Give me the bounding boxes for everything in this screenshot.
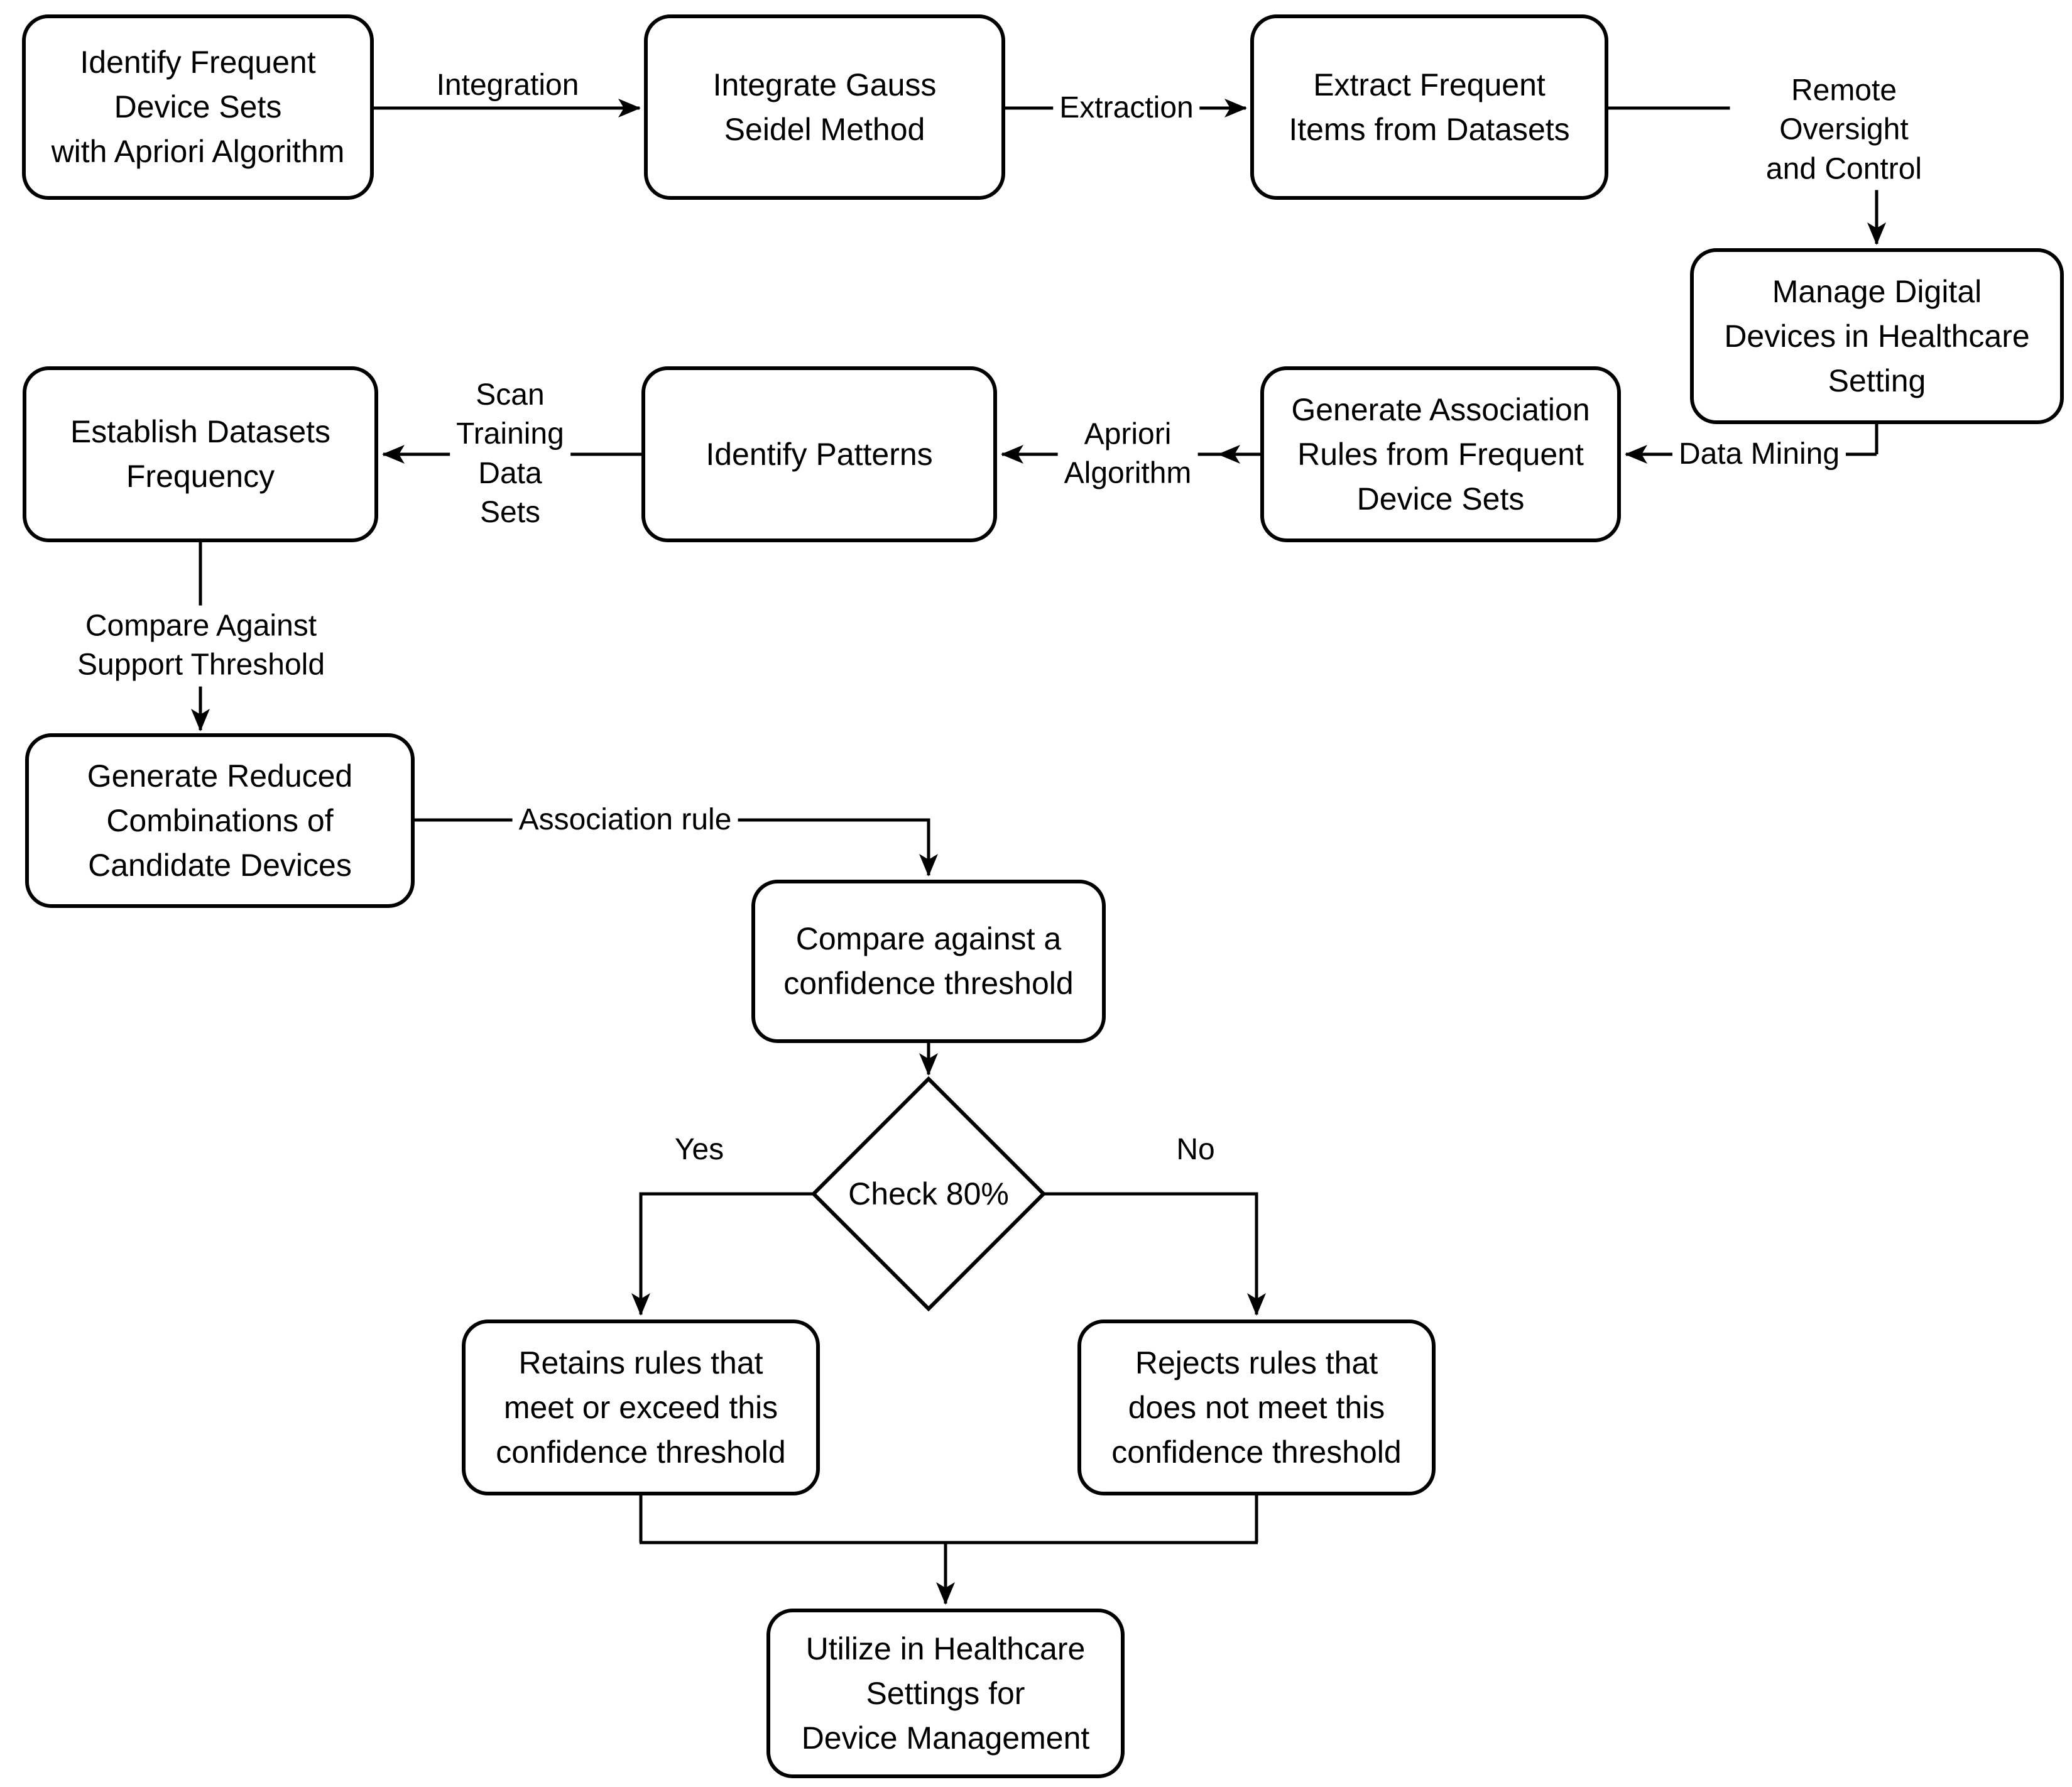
edge-label-remote-oversight: Remote Oversight and Control <box>1730 70 1958 190</box>
node-utilize-healthcare-settings: Utilize in Healthcare Settings for Devic… <box>766 1609 1125 1778</box>
edge-label-association-rule: Association rule <box>512 799 738 841</box>
node-compare-confidence-threshold: Compare against a confidence threshold <box>751 880 1106 1043</box>
edge-label-extraction: Extraction <box>1053 87 1200 129</box>
edge-no-line <box>1044 1192 1266 1316</box>
edge-label-yes: Yes <box>674 1132 724 1166</box>
node-retains-rules: Retains rules that meet or exceed this c… <box>462 1320 820 1495</box>
node-manage-digital-devices: Manage Digital Devices in Healthcare Set… <box>1690 248 2064 424</box>
edge-label-scan-training: Scan Training Data Sets <box>450 374 570 534</box>
edge-label-integration: Integration <box>436 68 579 102</box>
node-identify-patterns: Identify Patterns <box>641 366 997 542</box>
node-integrate-gauss-seidel: Integrate Gauss Seidel Method <box>644 14 1005 200</box>
node-generate-association-rules: Generate Association Rules from Frequent… <box>1260 366 1621 542</box>
node-rejects-rules: Rejects rules that does not meet this co… <box>1077 1320 1436 1495</box>
edge-yes-line <box>631 1192 814 1316</box>
decision-diamond-shape <box>810 1076 1047 1312</box>
edge-label-compare-support: Compare Against Support Threshold <box>70 605 332 687</box>
node-identify-frequent-device-sets: Identify Frequent Device Sets with Aprio… <box>22 14 374 200</box>
edge-label-no: No <box>1176 1132 1215 1166</box>
edge-label-data-mining: Data Mining <box>1672 433 1846 476</box>
edge-label-apriori-algorithm: Apriori Algorithm <box>1057 413 1198 495</box>
node-extract-frequent-items: Extract Frequent Items from Datasets <box>1250 14 1608 200</box>
decision-check-80-label: Check 80% <box>848 1176 1009 1211</box>
node-establish-datasets-frequency: Establish Datasets Frequency <box>23 366 378 542</box>
node-generate-reduced-combinations: Generate Reduced Combinations of Candida… <box>25 733 415 908</box>
